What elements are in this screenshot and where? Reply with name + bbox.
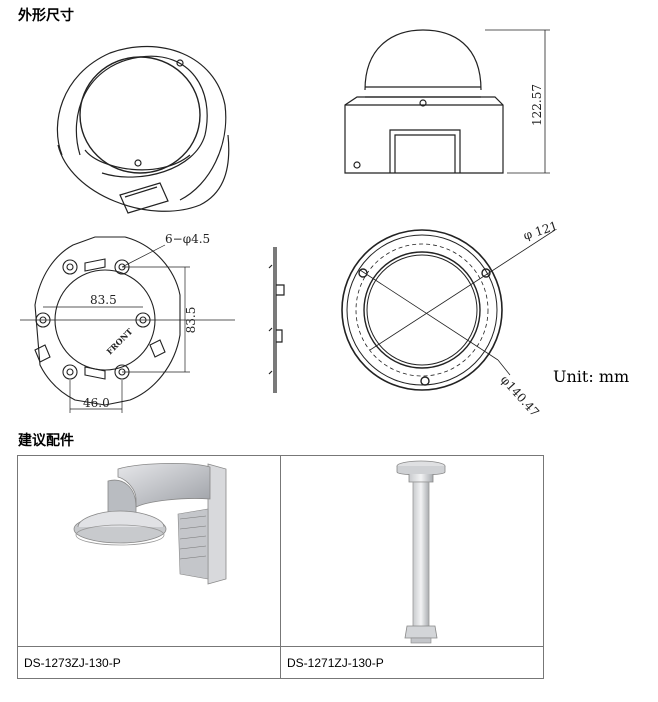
hole-spacing-v-label: 83.5: [184, 307, 198, 334]
outer-diameter-label: φ140.47: [498, 373, 542, 420]
height-dimension-label: 122.57: [530, 84, 544, 126]
plate-side-profile-drawing: [268, 247, 285, 393]
mounting-plate-drawing: 6−φ4.5 83.5 83.5 46.0 FRONT: [20, 232, 235, 413]
bottom-width-label: 46.0: [83, 396, 110, 410]
accessory-model-label: DS-1273ZJ-130-P: [17, 646, 281, 679]
dome-side-drawing: 122.57: [344, 29, 550, 174]
accessories-table: DS-1273ZJ-130-P DS-1271ZJ-130-P: [17, 455, 544, 679]
screw-hole-label: 6−φ4.5: [165, 232, 210, 246]
dome-perspective-drawing: [56, 45, 230, 214]
accessory-image-cell: [17, 455, 281, 647]
dimensions-title: 外形尺寸: [18, 8, 74, 24]
ring-bottom-drawing: φ 121 φ140.47: [341, 219, 559, 420]
unit-label: Unit: mm: [553, 367, 630, 386]
accessory-image-cell: [280, 455, 544, 647]
accessories-title: 建议配件: [18, 433, 74, 449]
pendant-mount-pole-icon: [396, 460, 446, 644]
accessory-model-label: DS-1271ZJ-130-P: [280, 646, 544, 679]
wall-mount-bracket-icon: [73, 462, 227, 585]
front-label: FRONT: [104, 326, 134, 356]
hole-spacing-h-label: 83.5: [90, 293, 117, 307]
